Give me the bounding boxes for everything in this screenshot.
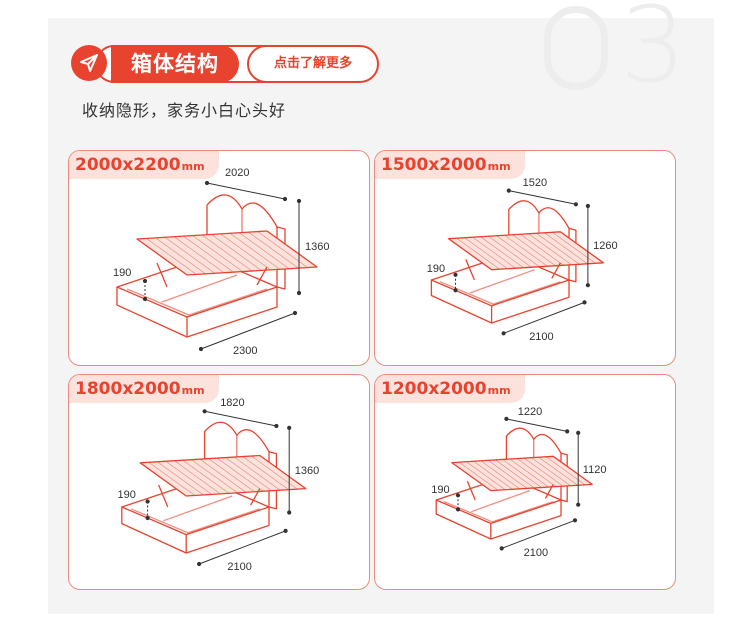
storage-dim-label: 190 [117,488,136,501]
length-dim-label: 2100 [529,330,554,343]
height-dim-label: 1120 [582,464,607,477]
storage-dim-label: 190 [113,267,132,279]
length-dim-label: 2300 [233,345,258,357]
height-dim-label: 1360 [294,464,320,477]
width-dim-label: 2020 [225,167,250,179]
section-number-watermark: 3 [532,0,702,116]
length-dim-label: 2100 [523,546,549,559]
section-subtitle: 收纳隐形，家务小白心头好 [82,101,287,120]
bed-size-card: 1200x2000mm [374,374,676,590]
bed-size-card: 2000x2200mm [68,150,370,366]
storage-dim-label: 190 [426,262,446,275]
length-dim-label: 2100 [227,560,252,573]
bed-size-label: 1800x2000mm [69,375,219,403]
bed-diagram [116,180,318,352]
send-arrow-icon [71,45,107,81]
bed-size-label: 1500x2000mm [375,151,525,179]
watermark-zero-shape [544,6,608,90]
bed-size-label: 1200x2000mm [375,375,525,403]
bed-size-label: 2000x2200mm [69,151,219,179]
width-dim-label: 1820 [220,396,245,409]
section-title: 箱体结构 [111,45,239,83]
bed-diagram [121,409,307,567]
watermark-text: 3 [620,0,687,106]
bed-diagram [430,188,605,336]
section-header: 箱体结构 点击了解更多 [71,45,391,83]
height-dim-label: 1360 [305,241,330,253]
height-dim-label: 1260 [593,240,618,253]
bed-size-card: 1800x2000mm [68,374,370,590]
bed-diagram [435,416,593,551]
bed-size-card: 1500x2000mm [374,150,676,366]
learn-more-button[interactable]: 点击了解更多 [247,45,379,83]
width-dim-label: 1220 [517,406,543,419]
storage-dim-label: 190 [431,484,450,497]
width-dim-label: 1520 [522,176,548,189]
